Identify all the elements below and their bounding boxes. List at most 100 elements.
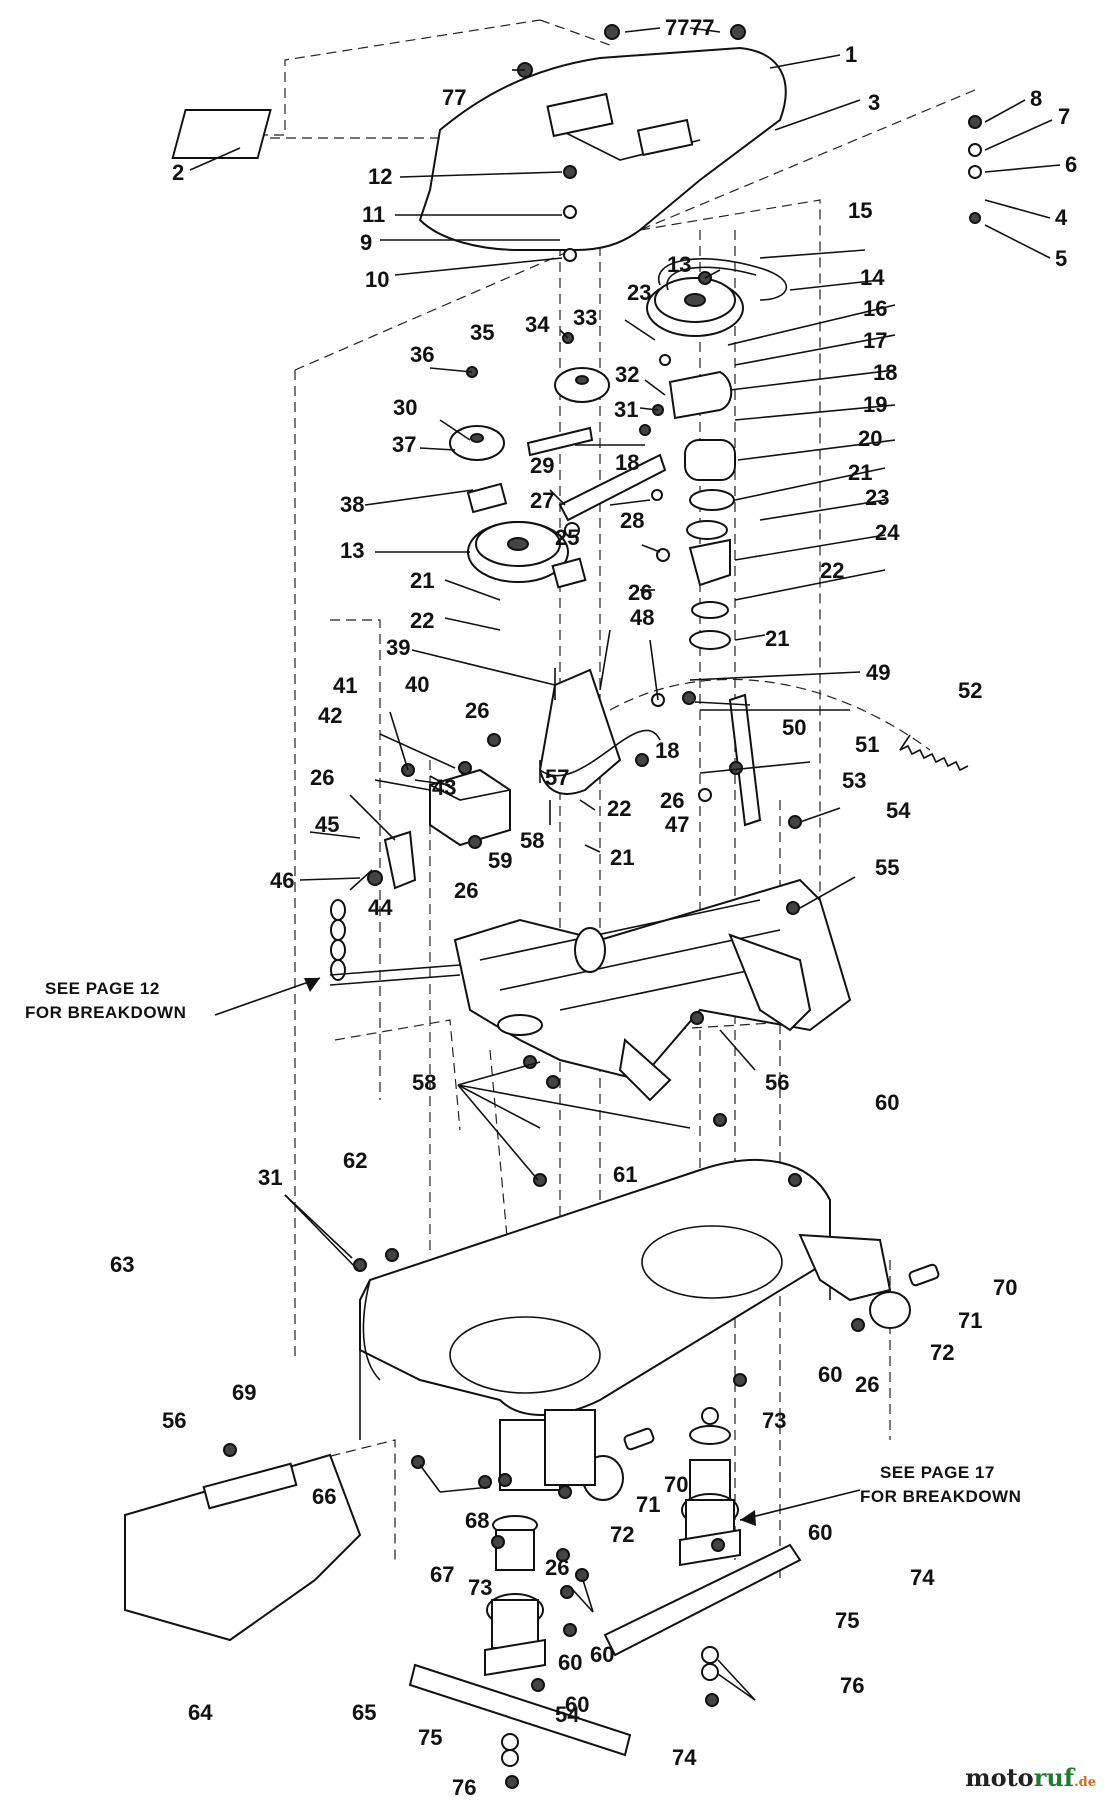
deck-rear-plates (499, 1409, 596, 1491)
callout-62: 62 (343, 1148, 367, 1173)
callout-30: 30 (393, 395, 417, 420)
callout-26f: 26 (855, 1372, 879, 1397)
callout-76a: 76 (840, 1673, 864, 1698)
lift-frame-assembly (329, 878, 852, 1102)
callout-18b: 18 (615, 450, 639, 475)
callout-67: 67 (430, 1562, 454, 1587)
callout-19: 19 (863, 392, 887, 417)
chute-bracket-right (798, 1233, 940, 1329)
blade-right (603, 1543, 802, 1657)
callout-58b: 58 (412, 1070, 436, 1095)
callout-29: 29 (530, 453, 554, 478)
watermark-part-a: moto (965, 1763, 1034, 1792)
callout-35: 35 (470, 320, 494, 345)
callout-16: 16 (863, 296, 887, 321)
callout-69: 69 (232, 1380, 256, 1405)
callout-47: 47 (665, 812, 689, 837)
watermark-logo: motoruf.de (965, 1763, 1096, 1792)
pulley-top (646, 277, 744, 337)
callout-55: 55 (875, 855, 899, 880)
callout-50: 50 (782, 715, 806, 740)
callout-21a: 21 (848, 460, 872, 485)
callout-46: 46 (270, 868, 294, 893)
callout-17: 17 (863, 328, 887, 353)
decal-plate (171, 109, 272, 159)
bracket-42 (429, 768, 511, 847)
callout-57: 57 (545, 765, 569, 790)
callout-70b: 70 (664, 1472, 688, 1497)
callout-labels: 1 2 3 4 5 6 7 8 9 10 11 12 13 13 14 15 1… (110, 15, 1077, 1800)
callout-56a: 56 (765, 1070, 789, 1095)
callout-60c: 60 (808, 1520, 832, 1545)
spring-arc (609, 678, 931, 751)
callout-40: 40 (405, 672, 429, 697)
callout-64: 64 (188, 1700, 213, 1725)
callout-6: 6 (1065, 152, 1077, 177)
idler-pulley-35 (554, 367, 610, 403)
callout-31a: 31 (614, 397, 638, 422)
callout-26e: 26 (660, 788, 684, 813)
callout-75b: 75 (418, 1725, 442, 1750)
callout-10: 10 (365, 267, 389, 292)
callout-3: 3 (868, 90, 880, 115)
callout-61: 61 (613, 1162, 637, 1187)
callout-26g: 26 (545, 1555, 569, 1580)
callout-75a: 75 (835, 1608, 859, 1633)
callout-21c: 21 (765, 626, 789, 651)
mower-deck (359, 1159, 831, 1440)
chain-links (330, 899, 346, 981)
spring-52 (899, 744, 969, 772)
callout-77b: 77 (665, 15, 689, 40)
callout-74b: 74 (672, 1745, 697, 1770)
deck-cover (418, 46, 787, 251)
callout-77a: 77 (442, 85, 466, 110)
callout-18a: 18 (873, 360, 897, 385)
callout-34: 34 (525, 312, 550, 337)
callout-76b: 76 (452, 1775, 476, 1800)
callout-2: 2 (172, 160, 184, 185)
callout-8: 8 (1030, 86, 1042, 111)
callout-31b: 31 (258, 1165, 282, 1190)
idler-pulley-37 (449, 425, 505, 461)
leader-lines (189, 27, 1061, 1071)
callout-59: 59 (488, 848, 512, 873)
callout-18c: 18 (655, 738, 679, 763)
callout-72a: 72 (930, 1340, 954, 1365)
callout-22a: 22 (410, 608, 434, 633)
callout-14: 14 (860, 265, 885, 290)
spindle-assembly-left (484, 1515, 546, 1677)
callout-28: 28 (620, 508, 644, 533)
callout-60d: 60 (590, 1642, 614, 1667)
callout-32: 32 (615, 362, 639, 387)
callout-63: 63 (110, 1252, 134, 1277)
callout-60f: 60 (565, 1692, 589, 1717)
see-page-12-line1: SEE PAGE 12 (45, 979, 160, 998)
callout-58a: 58 (520, 828, 544, 853)
callout-56b: 56 (162, 1408, 186, 1433)
callout-65: 65 (352, 1700, 376, 1725)
drive-belt (657, 258, 788, 301)
callout-36: 36 (410, 342, 434, 367)
callout-43: 43 (432, 775, 456, 800)
callout-39: 39 (386, 635, 410, 660)
callout-73a: 73 (762, 1408, 786, 1433)
callout-73b: 73 (468, 1575, 492, 1600)
callout-20: 20 (858, 426, 882, 451)
callout-71a: 71 (958, 1308, 982, 1333)
watermark-part-c: .de (1074, 1775, 1096, 1790)
callout-5: 5 (1055, 246, 1067, 271)
callout-25: 25 (555, 525, 579, 550)
bracket-45 (383, 830, 417, 890)
callout-22b: 22 (820, 558, 844, 583)
callout-23a: 23 (627, 280, 651, 305)
callout-23b: 23 (865, 485, 889, 510)
pulley-left (467, 521, 569, 583)
grass-deflector (124, 1453, 362, 1642)
see-page-17-line2: FOR BREAKDOWN (860, 1487, 1021, 1506)
callout-68: 68 (465, 1508, 489, 1533)
tension-rod (728, 693, 762, 827)
callout-24: 24 (875, 520, 900, 545)
callout-54b: 54 (555, 1702, 580, 1727)
blade-left (408, 1663, 632, 1757)
